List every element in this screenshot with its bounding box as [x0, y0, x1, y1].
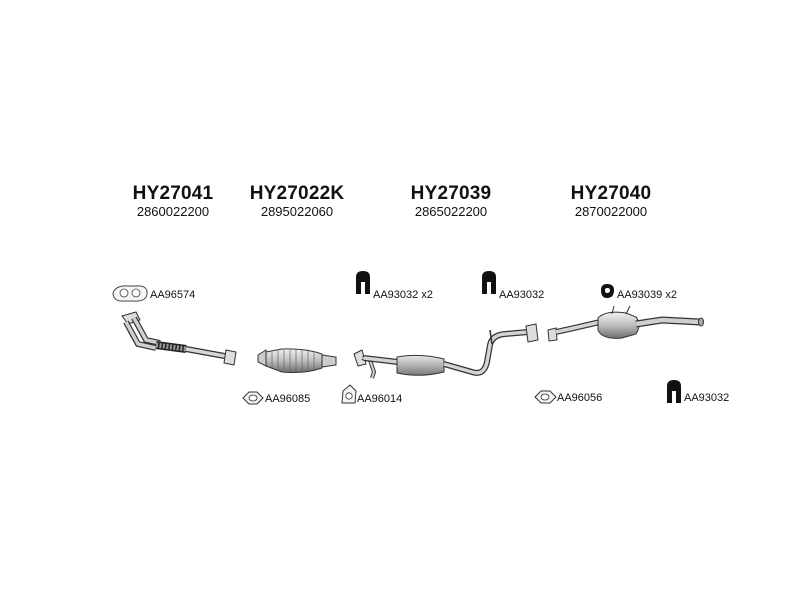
part-label: AA96056 [557, 392, 603, 404]
part-label: AA96085 [265, 393, 311, 405]
part-label: AA93032 [499, 289, 545, 301]
assembly-middle-silencer: HY27039 2865022200 [403, 184, 499, 219]
rear-silencer-icon [547, 305, 704, 342]
gasket-icon [534, 390, 557, 404]
gasket-icon [112, 285, 148, 302]
gasket-icon [242, 391, 264, 405]
part-label: AA93032 [684, 392, 730, 404]
gasket-icon [341, 384, 357, 404]
middle-silencer-icon [353, 323, 539, 379]
rubber-hanger-icon [356, 271, 370, 294]
assembly-code: HY27022K [249, 183, 345, 204]
assembly-oe-number: 2865022200 [414, 204, 488, 219]
assembly-code: HY27039 [410, 183, 492, 204]
assembly-front-pipe: HY27041 2860022200 [128, 184, 218, 219]
rubber-hanger-icon [601, 284, 614, 298]
part-label: AA96574 [150, 289, 196, 301]
assembly-oe-number: 2860022200 [136, 204, 210, 219]
rubber-hanger-icon [667, 380, 681, 403]
catalytic-converter-icon [257, 348, 337, 373]
part-label: AA96014 [357, 393, 403, 405]
assembly-oe-number: 2895022060 [260, 204, 334, 219]
assembly-code: HY27040 [570, 183, 652, 204]
front-pipe-icon [121, 311, 237, 366]
assembly-oe-number: 2870022000 [574, 204, 648, 219]
part-label: AA93032 x2 [373, 289, 433, 301]
part-label: AA93039 x2 [617, 289, 677, 301]
assembly-catalytic-converter: HY27022K 2895022060 [244, 184, 350, 219]
rubber-hanger-icon [482, 271, 496, 294]
assembly-code: HY27041 [132, 183, 214, 204]
assembly-rear-silencer: HY27040 2870022000 [563, 184, 659, 219]
